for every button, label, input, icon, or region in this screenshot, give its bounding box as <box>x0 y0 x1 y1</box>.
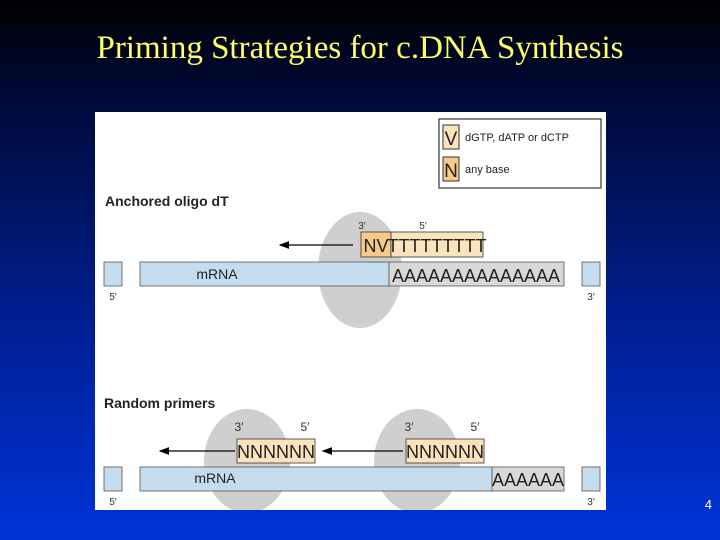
mrna-3prime-cap <box>581 466 601 492</box>
mrna-5prime-cap <box>103 466 123 492</box>
primer-1-sequence: NNNNNN <box>237 442 315 462</box>
poly-a-tail <box>388 261 565 287</box>
mrna-5prime-label: 5′ <box>109 292 117 303</box>
mrna-3prime-cap <box>581 261 601 287</box>
legend-n-swatch <box>442 156 460 182</box>
panel-anchored-oligo-dt: Anchored oligo dT 3′ 5′ NV TTTTTTTTT mRN… <box>103 193 601 328</box>
slide-number: 4 <box>704 497 712 512</box>
primer-2-3prime-label: 3′ <box>405 420 415 434</box>
primer-1-5prime-label: 5′ <box>301 420 311 434</box>
primer-1-3prime-label: 3′ <box>235 420 245 434</box>
primer-anchor-box <box>360 231 392 258</box>
mrna-5prime-label: 5′ <box>109 497 117 508</box>
legend-v-symbol: V <box>445 129 458 150</box>
primer-oligo-dt: TTTTTTTTT <box>388 236 487 256</box>
mrna-3prime-label: 3′ <box>587 292 595 303</box>
primer-2-box <box>405 438 485 464</box>
panel-anchored-heading: Anchored oligo dT <box>105 193 229 209</box>
poly-a-sequence: AAAAAAAAAAAAAA <box>392 266 560 286</box>
primer-2-sequence: NNNNNN <box>406 442 484 462</box>
primer-2-5prime-label: 5′ <box>471 420 481 434</box>
mrna-label: mRNA <box>194 470 236 486</box>
slide-title: Priming Strategies for c.DNA Synthesis <box>96 30 624 66</box>
legend-v-text: dGTP, dATP or dCTP <box>465 132 569 144</box>
legend: V dGTP, dATP or dCTP N any base <box>438 118 602 189</box>
panel-random-heading: Random primers <box>104 395 215 411</box>
primer-oligo-box <box>390 231 484 258</box>
mrna-5prime-cap <box>103 261 123 287</box>
mrna-strand <box>139 466 493 492</box>
poly-a-sequence: AAAAAA <box>492 470 564 490</box>
primer-anchor: NV <box>363 236 388 256</box>
mrna-3prime-label: 3′ <box>587 497 595 508</box>
mrna-strand <box>139 261 390 287</box>
legend-n-symbol: N <box>444 161 458 182</box>
legend-v-swatch <box>442 124 460 150</box>
primer-5prime-label: 5′ <box>419 221 427 232</box>
diagram-figure: V dGTP, dATP or dCTP N any base Anchored… <box>95 112 606 510</box>
primer-1-box <box>236 438 316 464</box>
poly-a-tail <box>491 466 565 492</box>
panel-random-primers: Random primers 3′ 5′ NNNNNN 3′ 5′ NNNNNN… <box>103 395 601 510</box>
primer-3prime-label: 3′ <box>358 221 366 232</box>
mrna-label: mRNA <box>196 266 238 282</box>
legend-n-text: any base <box>465 164 510 176</box>
